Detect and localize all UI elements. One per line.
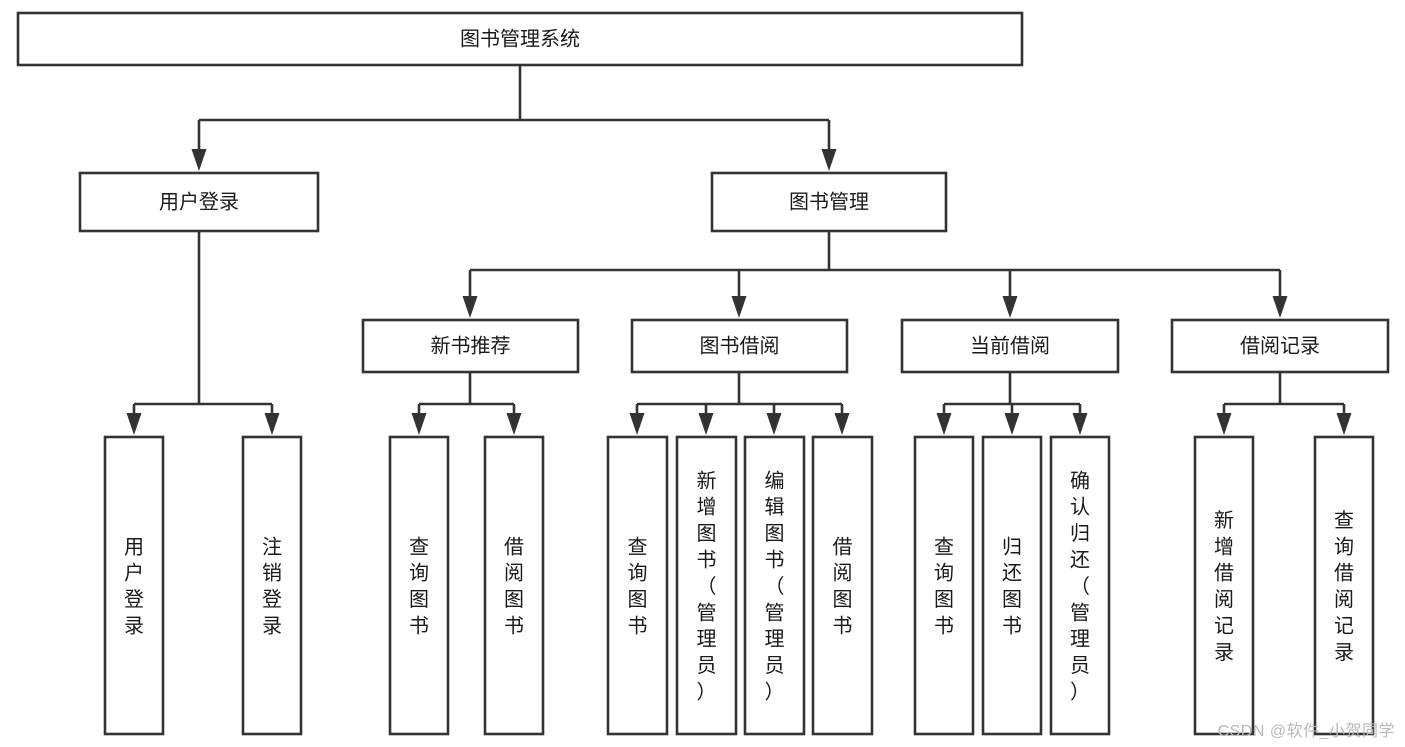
node-label: 新增借阅记录 [1214,509,1234,664]
node-l-return-book[interactable]: 归还图书 [981,435,1043,736]
node-label: 借阅图书 [504,535,524,637]
node-l-query-book-3[interactable]: 查询图书 [913,435,975,736]
node-l-query-book-1[interactable]: 查询图书 [388,435,450,736]
node-label: 查询图书 [628,535,648,637]
node-n-user-login[interactable]: 用户登录 [78,171,320,233]
node-n-borrow-record[interactable]: 借阅记录 [1170,318,1390,374]
node-n-book-borrow[interactable]: 图书借阅 [630,318,849,374]
node-l-query-book-2[interactable]: 查询图书 [606,435,669,736]
node-label: 注销登录 [262,535,282,637]
node-n-new-book-rec[interactable]: 新书推荐 [361,318,580,374]
csdn-watermark: CSDN @软件_小贺同学 [1217,723,1395,740]
node-l-user-login[interactable]: 用户登录 [103,435,165,736]
edge-group-g-current-borrow [936,372,1088,435]
edge-group-g-book-borrow [629,372,850,435]
edge-group-g-user-login [126,231,280,435]
node-n-current-borrow[interactable]: 当前借阅 [900,318,1120,374]
node-n-book-manage[interactable]: 图书管理 [710,171,948,233]
node-l-query-record[interactable]: 查询借阅记录 [1313,435,1375,736]
node-l-borrow-book-2[interactable]: 借阅图书 [811,435,874,736]
node-l-edit-book[interactable]: 编辑图书（管理员） [743,435,806,736]
node-label: 图书管理系统 [460,27,580,50]
node-label: 新书推荐 [431,334,511,357]
node-label: 借阅图书 [833,535,853,637]
node-label: 查询图书 [409,535,429,637]
node-l-add-book[interactable]: 新增图书（管理员） [675,435,738,736]
node-l-confirm-return[interactable]: 确认归还（管理员） [1049,435,1111,736]
node-l-logout[interactable]: 注销登录 [241,435,303,736]
node-label: 查询图书 [934,535,954,637]
edge-group-g-root [191,65,837,171]
node-l-add-record[interactable]: 新增借阅记录 [1193,435,1255,736]
edge-group-g-borrow-record [1216,372,1352,435]
node-label: 借阅记录 [1240,334,1320,357]
node-label: 编辑图书（管理员） [765,469,785,703]
diagram-nodes-layer: 图书管理系统用户登录图书管理新书推荐图书借阅当前借阅借阅记录用户登录注销登录查询… [16,11,1390,736]
node-label: 确认归还（管理员） [1070,469,1090,703]
node-root[interactable]: 图书管理系统 [16,11,1024,67]
node-label: 图书管理 [789,190,869,213]
node-label: 用户登录 [124,536,144,637]
node-label: 用户登录 [159,190,239,213]
edge-group-g-book-manage [462,231,1288,318]
node-label: 当前借阅 [970,334,1050,357]
node-label: 查询借阅记录 [1334,509,1354,664]
connector-edges-layer [126,65,1352,435]
node-label: 归还图书 [1002,535,1022,637]
node-l-borrow-book-1[interactable]: 借阅图书 [483,435,545,736]
edge-group-g-new-book-rec [411,372,522,435]
node-label: 图书借阅 [700,334,780,357]
node-label: 新增图书（管理员） [697,469,717,703]
